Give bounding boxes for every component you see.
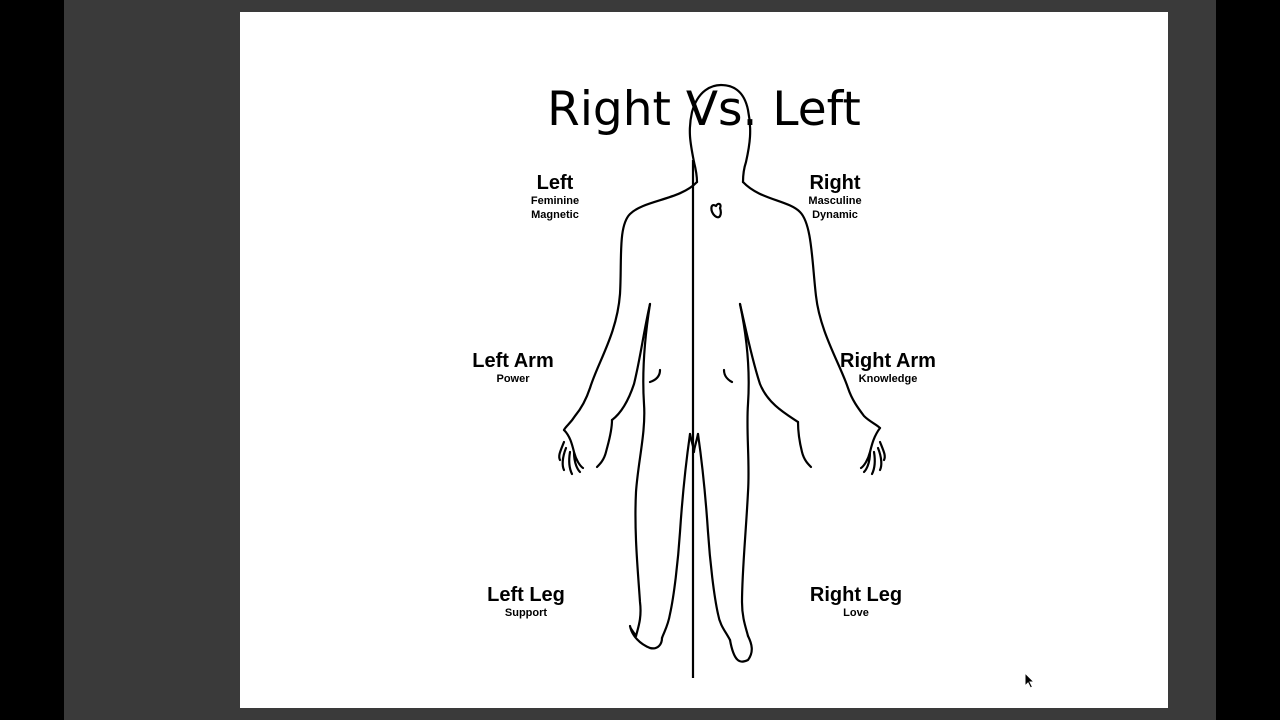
label-left-arm: Left Arm Power bbox=[472, 350, 553, 386]
label-right-arm-heading: Right Arm bbox=[840, 350, 936, 372]
left-arm-inner bbox=[610, 302, 652, 422]
inner-left-leg bbox=[660, 432, 692, 640]
label-right-line-1: Masculine bbox=[808, 195, 862, 207]
label-left-heading: Left bbox=[536, 172, 574, 194]
right-shoulder-arm-outer bbox=[741, 180, 882, 430]
slide: Right Vs. Left bbox=[240, 12, 1168, 708]
label-left-leg-line-1: Support bbox=[504, 607, 548, 619]
label-right-line-2: Dynamic bbox=[812, 209, 858, 221]
neck-left bbox=[692, 160, 699, 184]
label-right-arm-line-1: Knowledge bbox=[858, 373, 918, 385]
inner-right-leg bbox=[696, 432, 732, 642]
left-torso-side bbox=[634, 302, 652, 638]
label-left-line-2: Magnetic bbox=[531, 209, 579, 221]
left-shoulder-arm-outer bbox=[562, 180, 699, 432]
label-left-leg: Left Leg Support bbox=[487, 584, 565, 620]
label-right-leg-heading: Right Leg bbox=[809, 584, 903, 606]
label-right-arm: Right Arm Knowledge bbox=[840, 350, 936, 386]
label-left-leg-heading: Left Leg bbox=[487, 584, 565, 606]
right-torso-side bbox=[738, 302, 750, 638]
left-hip-mark bbox=[648, 368, 662, 384]
label-right: Right Masculine Dynamic bbox=[808, 172, 861, 222]
ear bbox=[710, 202, 722, 219]
head-outline bbox=[688, 83, 752, 184]
body-outline-diagram bbox=[558, 83, 886, 678]
label-left-arm-heading: Left Arm bbox=[472, 350, 554, 372]
left-foot bbox=[628, 624, 664, 650]
right-hand bbox=[796, 420, 886, 476]
left-hand bbox=[558, 418, 614, 476]
slide-title: Right Vs. Left bbox=[547, 82, 861, 137]
label-right-heading: Right bbox=[809, 172, 861, 194]
mouse-pointer-icon bbox=[1024, 672, 1036, 689]
right-foot bbox=[728, 634, 753, 663]
label-left-line-1: Feminine bbox=[530, 195, 580, 207]
label-right-leg: Right Leg Love bbox=[810, 584, 902, 620]
presentation-viewer: Right Vs. Left bbox=[64, 0, 1216, 720]
right-hip-mark bbox=[722, 368, 734, 384]
label-left-arm-line-1: Power bbox=[496, 373, 530, 385]
label-right-leg-line-1: Love bbox=[843, 607, 869, 619]
label-left: Left Feminine Magnetic bbox=[531, 172, 579, 222]
